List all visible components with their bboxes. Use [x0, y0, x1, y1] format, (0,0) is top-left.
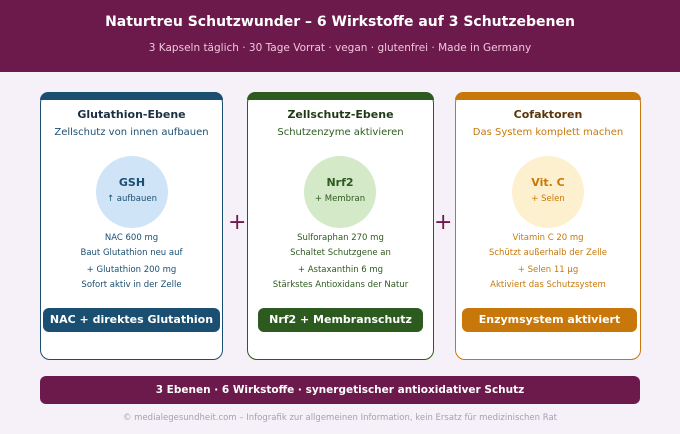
card-top-bar [40, 92, 223, 100]
card-line: + Selen 11 µg [517, 265, 579, 275]
card-line: + Astaxanthin 6 mg [297, 265, 384, 275]
card-line: Schützt außerhalb der Zelle [488, 248, 608, 258]
card-circle: Nrf2 + Membran [304, 156, 376, 228]
card-glutathion: Glutathion-Ebene Zellschutz von innen au… [40, 92, 223, 360]
card-zellschutz: Zellschutz-Ebene Schutzenzyme aktivieren… [247, 92, 434, 360]
card-top-bar [455, 92, 641, 100]
circle-sublabel: + Selen [531, 194, 565, 204]
card-cofaktoren: Cofaktoren Das System komplett machen Vi… [455, 92, 641, 360]
card-title: Cofaktoren [513, 108, 583, 121]
card-label-button: NAC + direktes Glutathion [43, 308, 220, 332]
card-line: Sofort aktiv in der Zelle [81, 280, 182, 290]
card-subtitle: Zellschutz von innen aufbauen [54, 127, 209, 138]
circle-label: GSH [118, 176, 146, 189]
card-circle: GSH ↑ aufbauen [96, 156, 168, 228]
card-label-button: Enzymsystem aktiviert [462, 308, 637, 332]
card-subtitle: Das System komplett machen [472, 127, 624, 138]
card-line: Schaltet Schutzgene an [290, 248, 391, 258]
page-subtitle: 3 Kapseln täglich · 30 Tage Vorrat · veg… [148, 42, 532, 54]
summary-bar: 3 Ebenen · 6 Wirkstoffe · synergetischer… [40, 376, 640, 404]
card-subtitle: Schutzenzyme aktivieren [277, 127, 404, 138]
plus-sign: + [228, 210, 247, 235]
card-label-button: Nrf2 + Membranschutz [258, 308, 423, 332]
circle-label: Vit. C [531, 176, 565, 189]
circle-sublabel: ↑ aufbauen [106, 194, 158, 204]
card-line: Vitamin C 20 mg [512, 233, 584, 243]
plus-sign: + [434, 210, 453, 235]
card-circle: Vit. C + Selen [512, 156, 584, 228]
circle-label: Nrf2 [326, 176, 354, 189]
circle-sublabel: + Membran [314, 194, 366, 204]
card-line: NAC 600 mg [104, 233, 159, 243]
card-title: Zellschutz-Ebene [287, 108, 394, 121]
page-title: Naturtreu Schutzwunder – 6 Wirkstoffe au… [105, 14, 575, 30]
header-banner: Naturtreu Schutzwunder – 6 Wirkstoffe au… [0, 0, 680, 72]
card-line: Aktiviert das Schutzsystem [490, 280, 606, 290]
card-top-bar [247, 92, 434, 100]
card-line: Stärkstes Antioxidans der Natur [272, 280, 409, 290]
card-title: Glutathion-Ebene [77, 108, 186, 121]
card-line: + Glutathion 200 mg [86, 265, 177, 275]
footer-disclaimer: © medialegesundheit.com – Infografik zur… [122, 413, 558, 423]
card-line: Baut Glutathion neu auf [80, 248, 183, 258]
card-line: Sulforaphan 270 mg [297, 233, 384, 243]
